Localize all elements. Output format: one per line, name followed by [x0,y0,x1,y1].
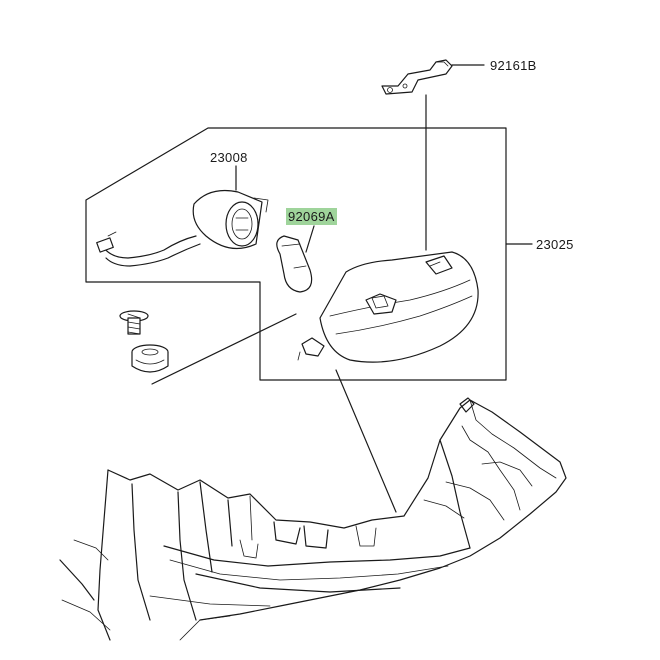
leader-screw-to-lamp [151,313,297,385]
group-frame [85,127,507,381]
label-23025: 23025 [536,237,574,252]
bulb-92069a [276,235,313,293]
label-92161b: 92161B [490,58,537,73]
screw [119,310,149,335]
leader-92069a [305,225,315,253]
grommet [131,344,169,373]
bracket-92161b [381,59,453,95]
lamp-housing-23025 [297,251,479,363]
label-23008: 23008 [210,150,248,165]
socket-23008 [96,189,269,267]
label-92069a-highlighted: 92069A [286,208,337,225]
leader-lamp-to-body [335,369,397,513]
rear-body [59,397,567,641]
